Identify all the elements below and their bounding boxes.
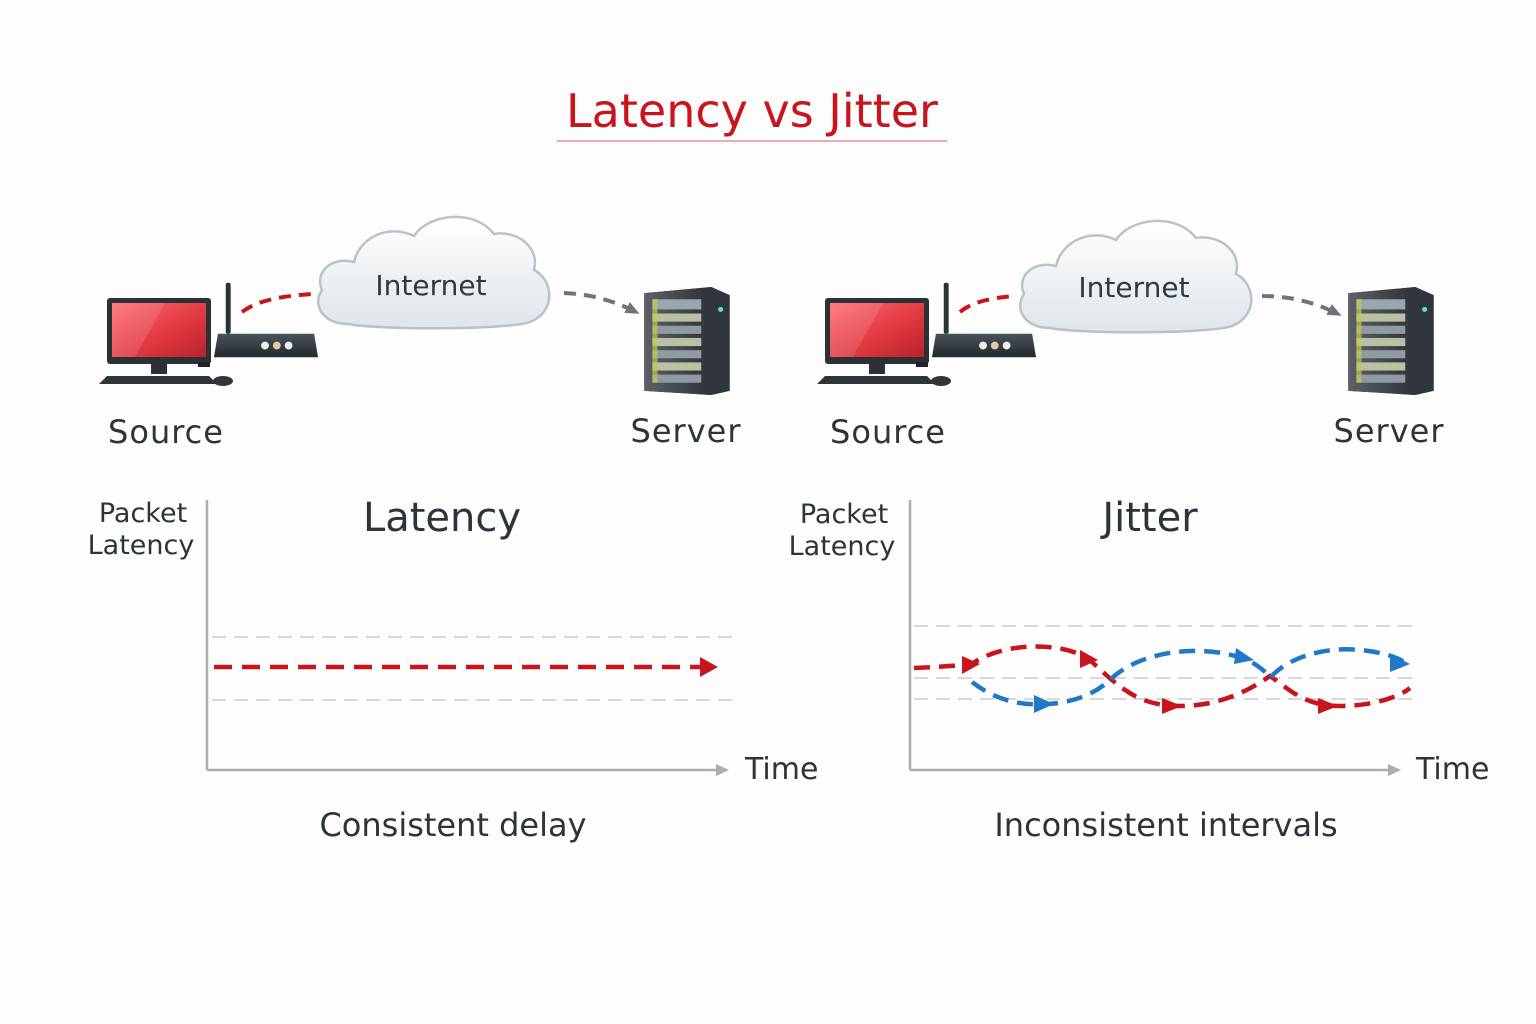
arrow-icon — [700, 657, 718, 677]
arrow-icon — [1318, 698, 1338, 714]
page-title: Latency vs Jitter — [566, 84, 938, 138]
jitter-network-group: Internet Source Server — [817, 219, 1445, 451]
server-label: Server — [1334, 412, 1445, 450]
source-label: Source — [830, 413, 946, 451]
arrow-icon — [1080, 650, 1098, 668]
y-axis-label-line1: Packet — [99, 498, 187, 529]
latency-chart: Packet Latency Latency Time Consistent d… — [88, 495, 819, 844]
arrow-icon — [1034, 695, 1054, 713]
server-tower-icon — [1348, 287, 1434, 395]
server-label: Server — [631, 412, 742, 450]
arrow-icon — [962, 656, 980, 674]
desktop-computer-icon — [817, 298, 951, 386]
source-label: Source — [108, 413, 224, 451]
connection-arrow-cloud-to-server — [1261, 294, 1342, 316]
x-axis-label: Time — [1415, 752, 1489, 787]
chart-caption: Consistent delay — [319, 806, 586, 844]
cloud-label: Internet — [1078, 271, 1189, 304]
chart-title: Jitter — [1099, 495, 1198, 541]
arrow-icon — [1390, 654, 1410, 672]
y-axis-label-line2: Latency — [88, 530, 195, 561]
router-icon — [931, 282, 1037, 358]
latency-network-group: Internet Source Server — [99, 215, 742, 451]
x-axis-label: Time — [744, 752, 818, 787]
connection-arrow-cloud-to-server — [563, 291, 640, 314]
jitter-blue-flow-line — [970, 647, 1406, 707]
jitter-chart: Packet Latency Jitter Time Inconsistent … — [789, 495, 1490, 844]
y-axis-label-line1: Packet — [800, 499, 888, 530]
server-tower-icon — [644, 287, 730, 395]
cloud-label: Internet — [375, 269, 486, 302]
connection-arrow-source-to-cloud — [958, 294, 1015, 314]
arrow-icon — [1162, 698, 1182, 714]
desktop-computer-icon — [99, 298, 233, 386]
chart-caption: Inconsistent intervals — [994, 806, 1337, 844]
chart-title: Latency — [363, 495, 521, 541]
connection-arrow-source-to-cloud — [240, 292, 313, 314]
arrow-icon — [1234, 648, 1254, 664]
y-axis-label-line2: Latency — [789, 531, 896, 562]
